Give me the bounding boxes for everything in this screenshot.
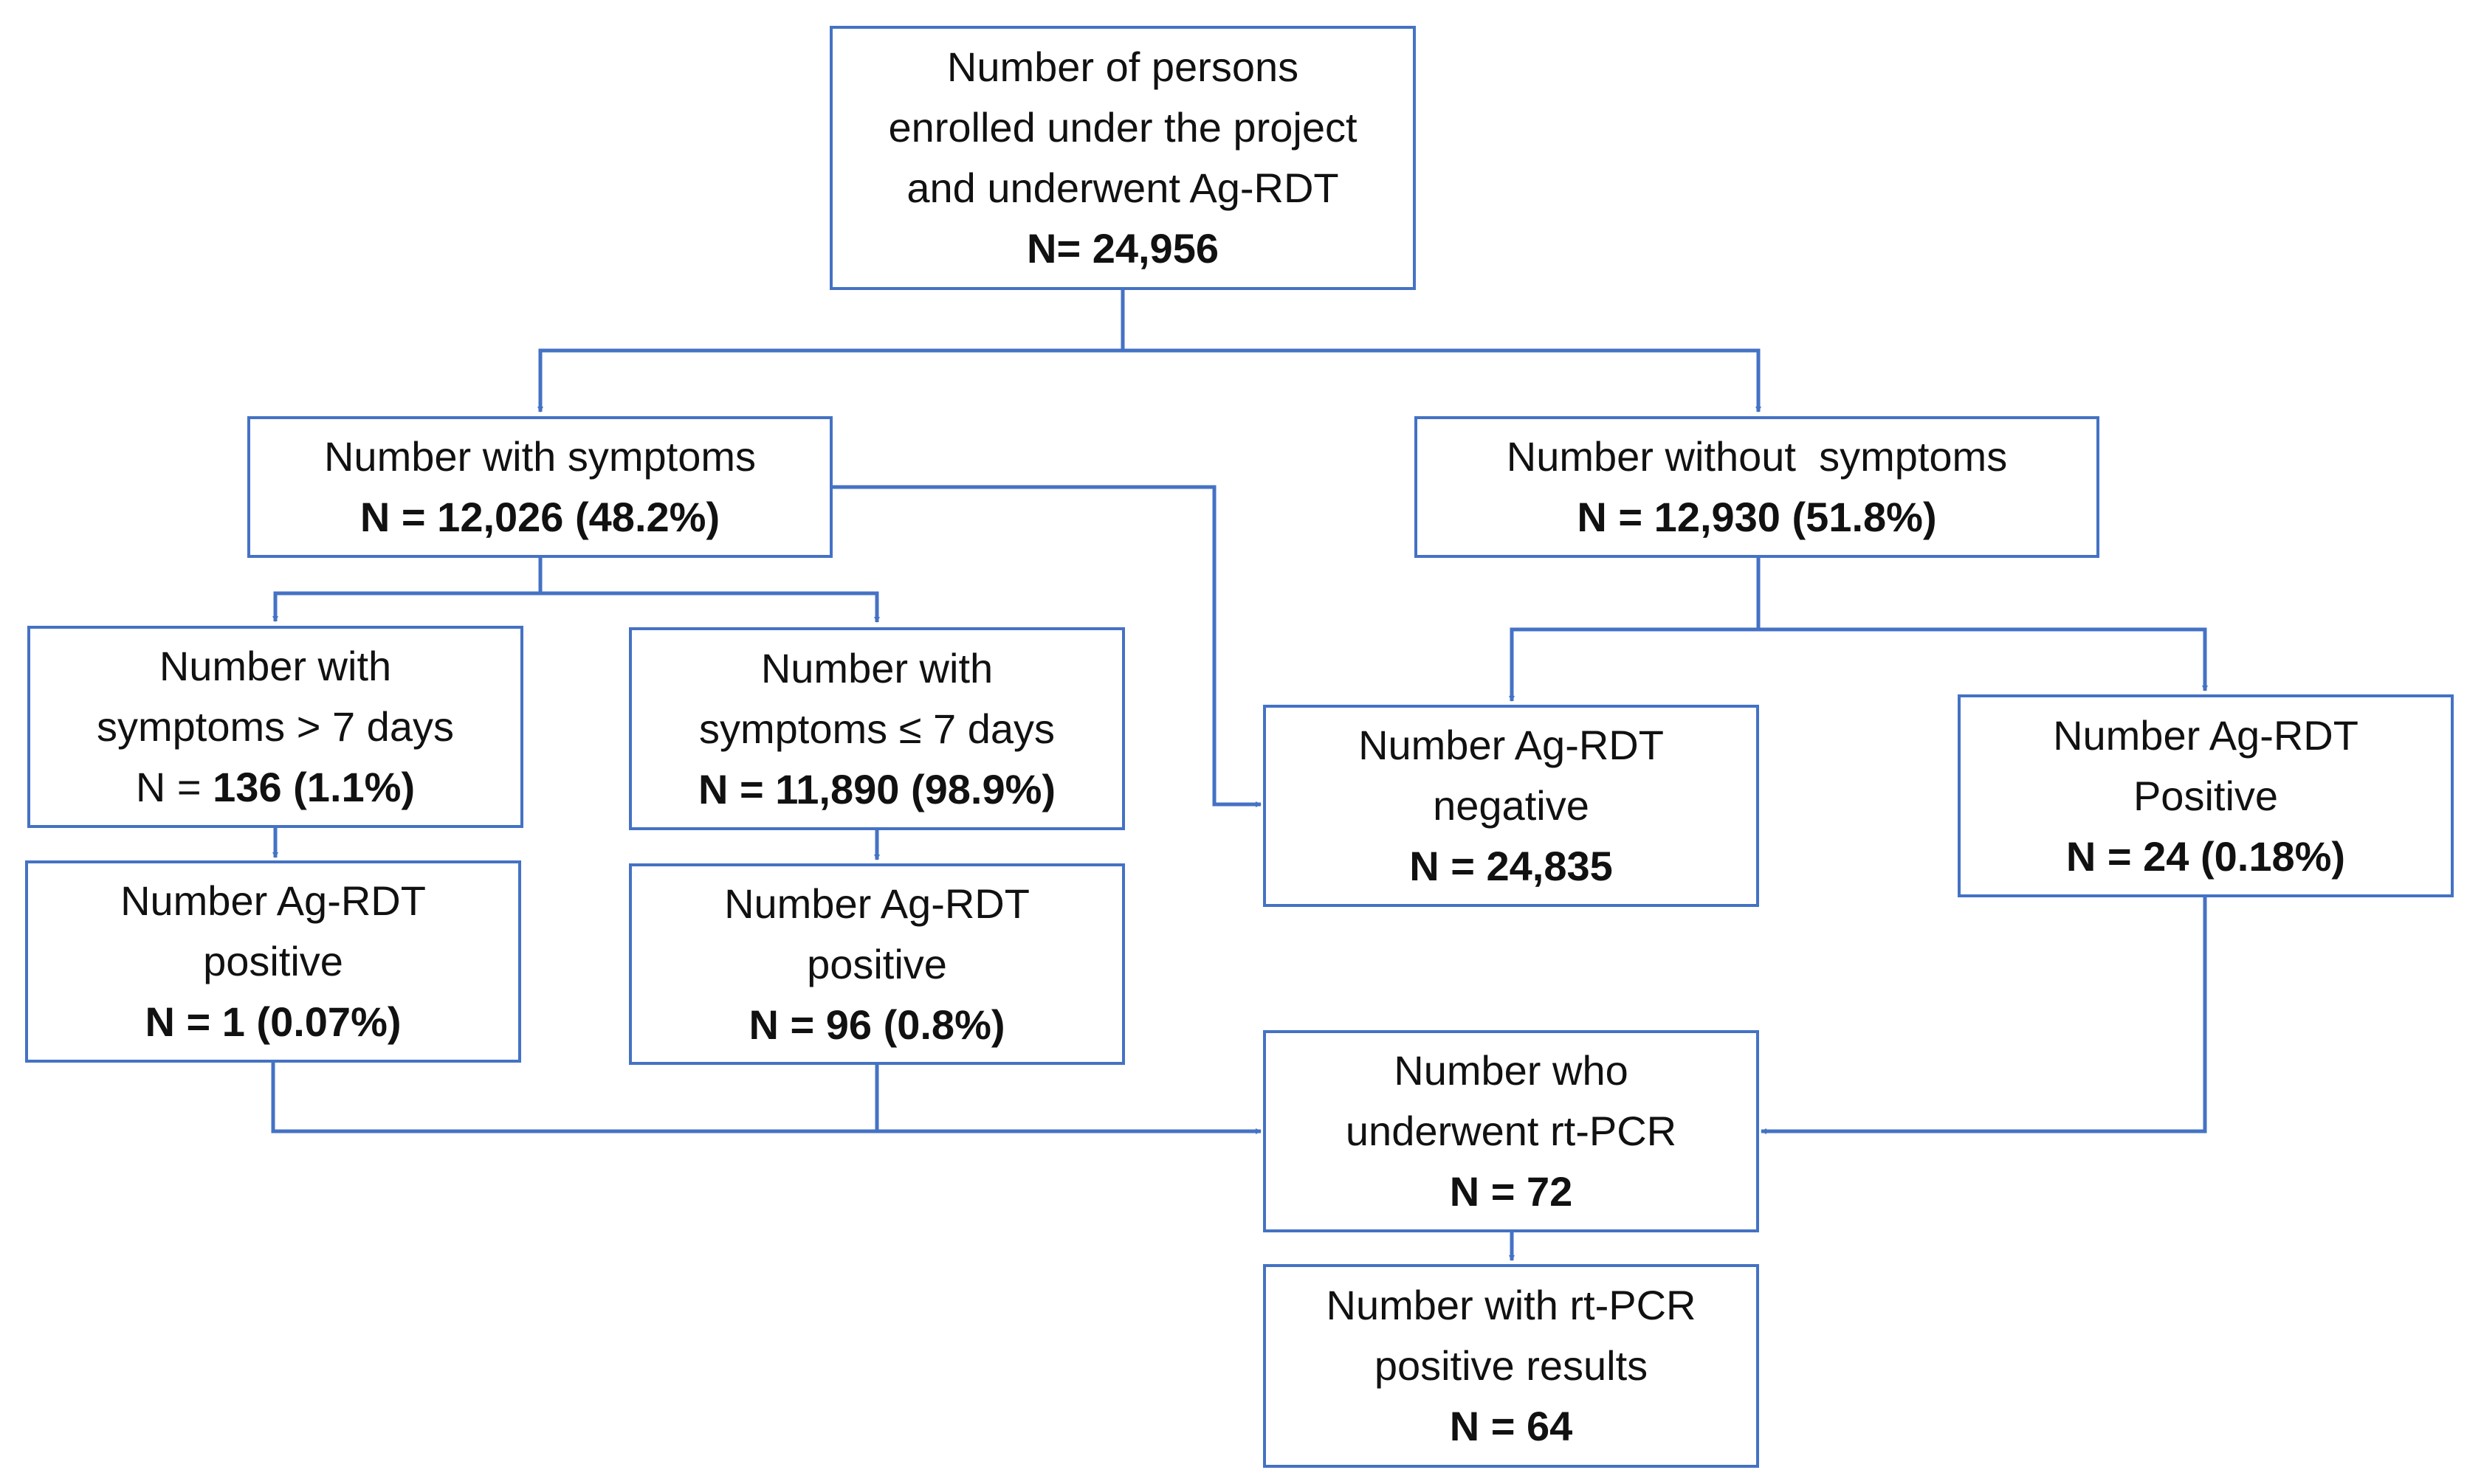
node-positive-le7: Number Ag-RDT positive N = 96 (0.8%) bbox=[629, 863, 1125, 1065]
node-rtpcr-positive-line-1: Number with rt-PCR bbox=[1326, 1282, 1696, 1328]
node-positive-gt7-count: N = 1 (0.07%) bbox=[145, 998, 402, 1045]
node-rtpcr: Number who underwent rt-PCR N = 72 bbox=[1263, 1030, 1759, 1232]
connector-enrolled-without-symptoms bbox=[1123, 348, 1761, 413]
node-with-symptoms-count: N = 12,026 (48.2%) bbox=[359, 494, 720, 540]
node-symptoms-le7-line-1: Number with bbox=[760, 644, 994, 691]
node-symptoms-gt7-count: N = 136 (1.1%) bbox=[136, 757, 415, 818]
node-agrdt-negative-count: N = 24,835 bbox=[1409, 843, 1613, 889]
node-positive-le7-count: N = 96 (0.8%) bbox=[749, 1001, 1005, 1048]
node-positive-le7-line-2: positive bbox=[807, 940, 947, 987]
node-enrolled-line-3: and underwent Ag-RDT bbox=[906, 165, 1339, 211]
node-symptoms-gt7-count-value: 136 (1.1%) bbox=[213, 764, 416, 810]
node-rtpcr-count: N = 72 bbox=[1449, 1168, 1573, 1215]
node-symptoms-gt7: Number with symptoms > 7 days N = 136 (1… bbox=[27, 626, 523, 828]
node-positive-gt7-line-1: Number Ag-RDT bbox=[120, 877, 426, 924]
connector-pos-gt7-rtpcr bbox=[271, 1063, 1262, 1134]
node-enrolled-count: N= 24,956 bbox=[1027, 225, 1219, 272]
node-agrdt-negative: Number Ag-RDT negative N = 24,835 bbox=[1263, 705, 1759, 907]
connector-asymp-positive bbox=[1758, 627, 2208, 691]
node-positive-gt7: Number Ag-RDT positive N = 1 (0.07%) bbox=[25, 860, 521, 1063]
node-rtpcr-line-1: Number who bbox=[1394, 1047, 1628, 1094]
node-positive-le7-line-1: Number Ag-RDT bbox=[724, 880, 1030, 927]
node-rtpcr-positive: Number with rt-PCR positive results N = … bbox=[1263, 1264, 1759, 1468]
node-symptoms-le7-count: N = 11,890 (98.9%) bbox=[698, 765, 1056, 812]
node-agrdt-positive-asymptomatic-line-1: Number Ag-RDT bbox=[2053, 711, 2358, 759]
node-with-symptoms-line-1: Number with symptoms bbox=[323, 433, 757, 480]
node-symptoms-le7-line-2: symptoms ≤ 7 days bbox=[699, 705, 1055, 752]
node-rtpcr-positive-line-2: positive results bbox=[1374, 1342, 1648, 1389]
node-without-symptoms: Number without symptoms N = 12,930 (51.8… bbox=[1414, 416, 2099, 558]
node-rtpcr-line-2: underwent rt-PCR bbox=[1345, 1108, 1677, 1154]
connector-symptoms-negative bbox=[833, 485, 1262, 807]
connector-asymp-pos-rtpcr bbox=[1761, 897, 2207, 1134]
node-enrolled-line-2: enrolled under the project bbox=[888, 104, 1358, 151]
node-symptoms-gt7-count-prefix: N = bbox=[135, 764, 213, 810]
node-agrdt-positive-asymptomatic-count: N = 24 (0.18%) bbox=[2065, 832, 2346, 880]
node-with-symptoms: Number with symptoms N = 12,026 (48.2%) bbox=[247, 416, 833, 558]
node-agrdt-positive-asymptomatic-line-2: Positive bbox=[2133, 772, 2279, 819]
node-positive-gt7-line-2: positive bbox=[203, 938, 343, 984]
node-enrolled-line-1: Number of persons bbox=[946, 44, 1299, 90]
connector-asymp-negative bbox=[1509, 558, 1761, 702]
node-enrolled: Number of persons enrolled under the pro… bbox=[830, 26, 1416, 290]
node-without-symptoms-count: N = 12,930 (51.8%) bbox=[1577, 494, 1937, 540]
connector-symptoms-le7 bbox=[540, 591, 880, 623]
node-rtpcr-positive-count: N = 64 bbox=[1449, 1403, 1573, 1449]
connector-symptoms-gt7 bbox=[272, 558, 543, 622]
node-without-symptoms-line-1: Number without symptoms bbox=[1506, 433, 2008, 480]
connector-enrolled-with-symptoms bbox=[537, 290, 1125, 413]
node-symptoms-le7: Number with symptoms ≤ 7 days N = 11,890… bbox=[629, 627, 1125, 830]
node-agrdt-negative-line-1: Number Ag-RDT bbox=[1358, 722, 1664, 768]
node-agrdt-positive-asymptomatic: Number Ag-RDT Positive N = 24 (0.18%) bbox=[1958, 694, 2454, 897]
node-agrdt-negative-line-2: negative bbox=[1433, 782, 1589, 829]
node-symptoms-gt7-line-2: symptoms > 7 days bbox=[97, 703, 454, 750]
node-symptoms-gt7-line-1: Number with bbox=[159, 643, 392, 689]
